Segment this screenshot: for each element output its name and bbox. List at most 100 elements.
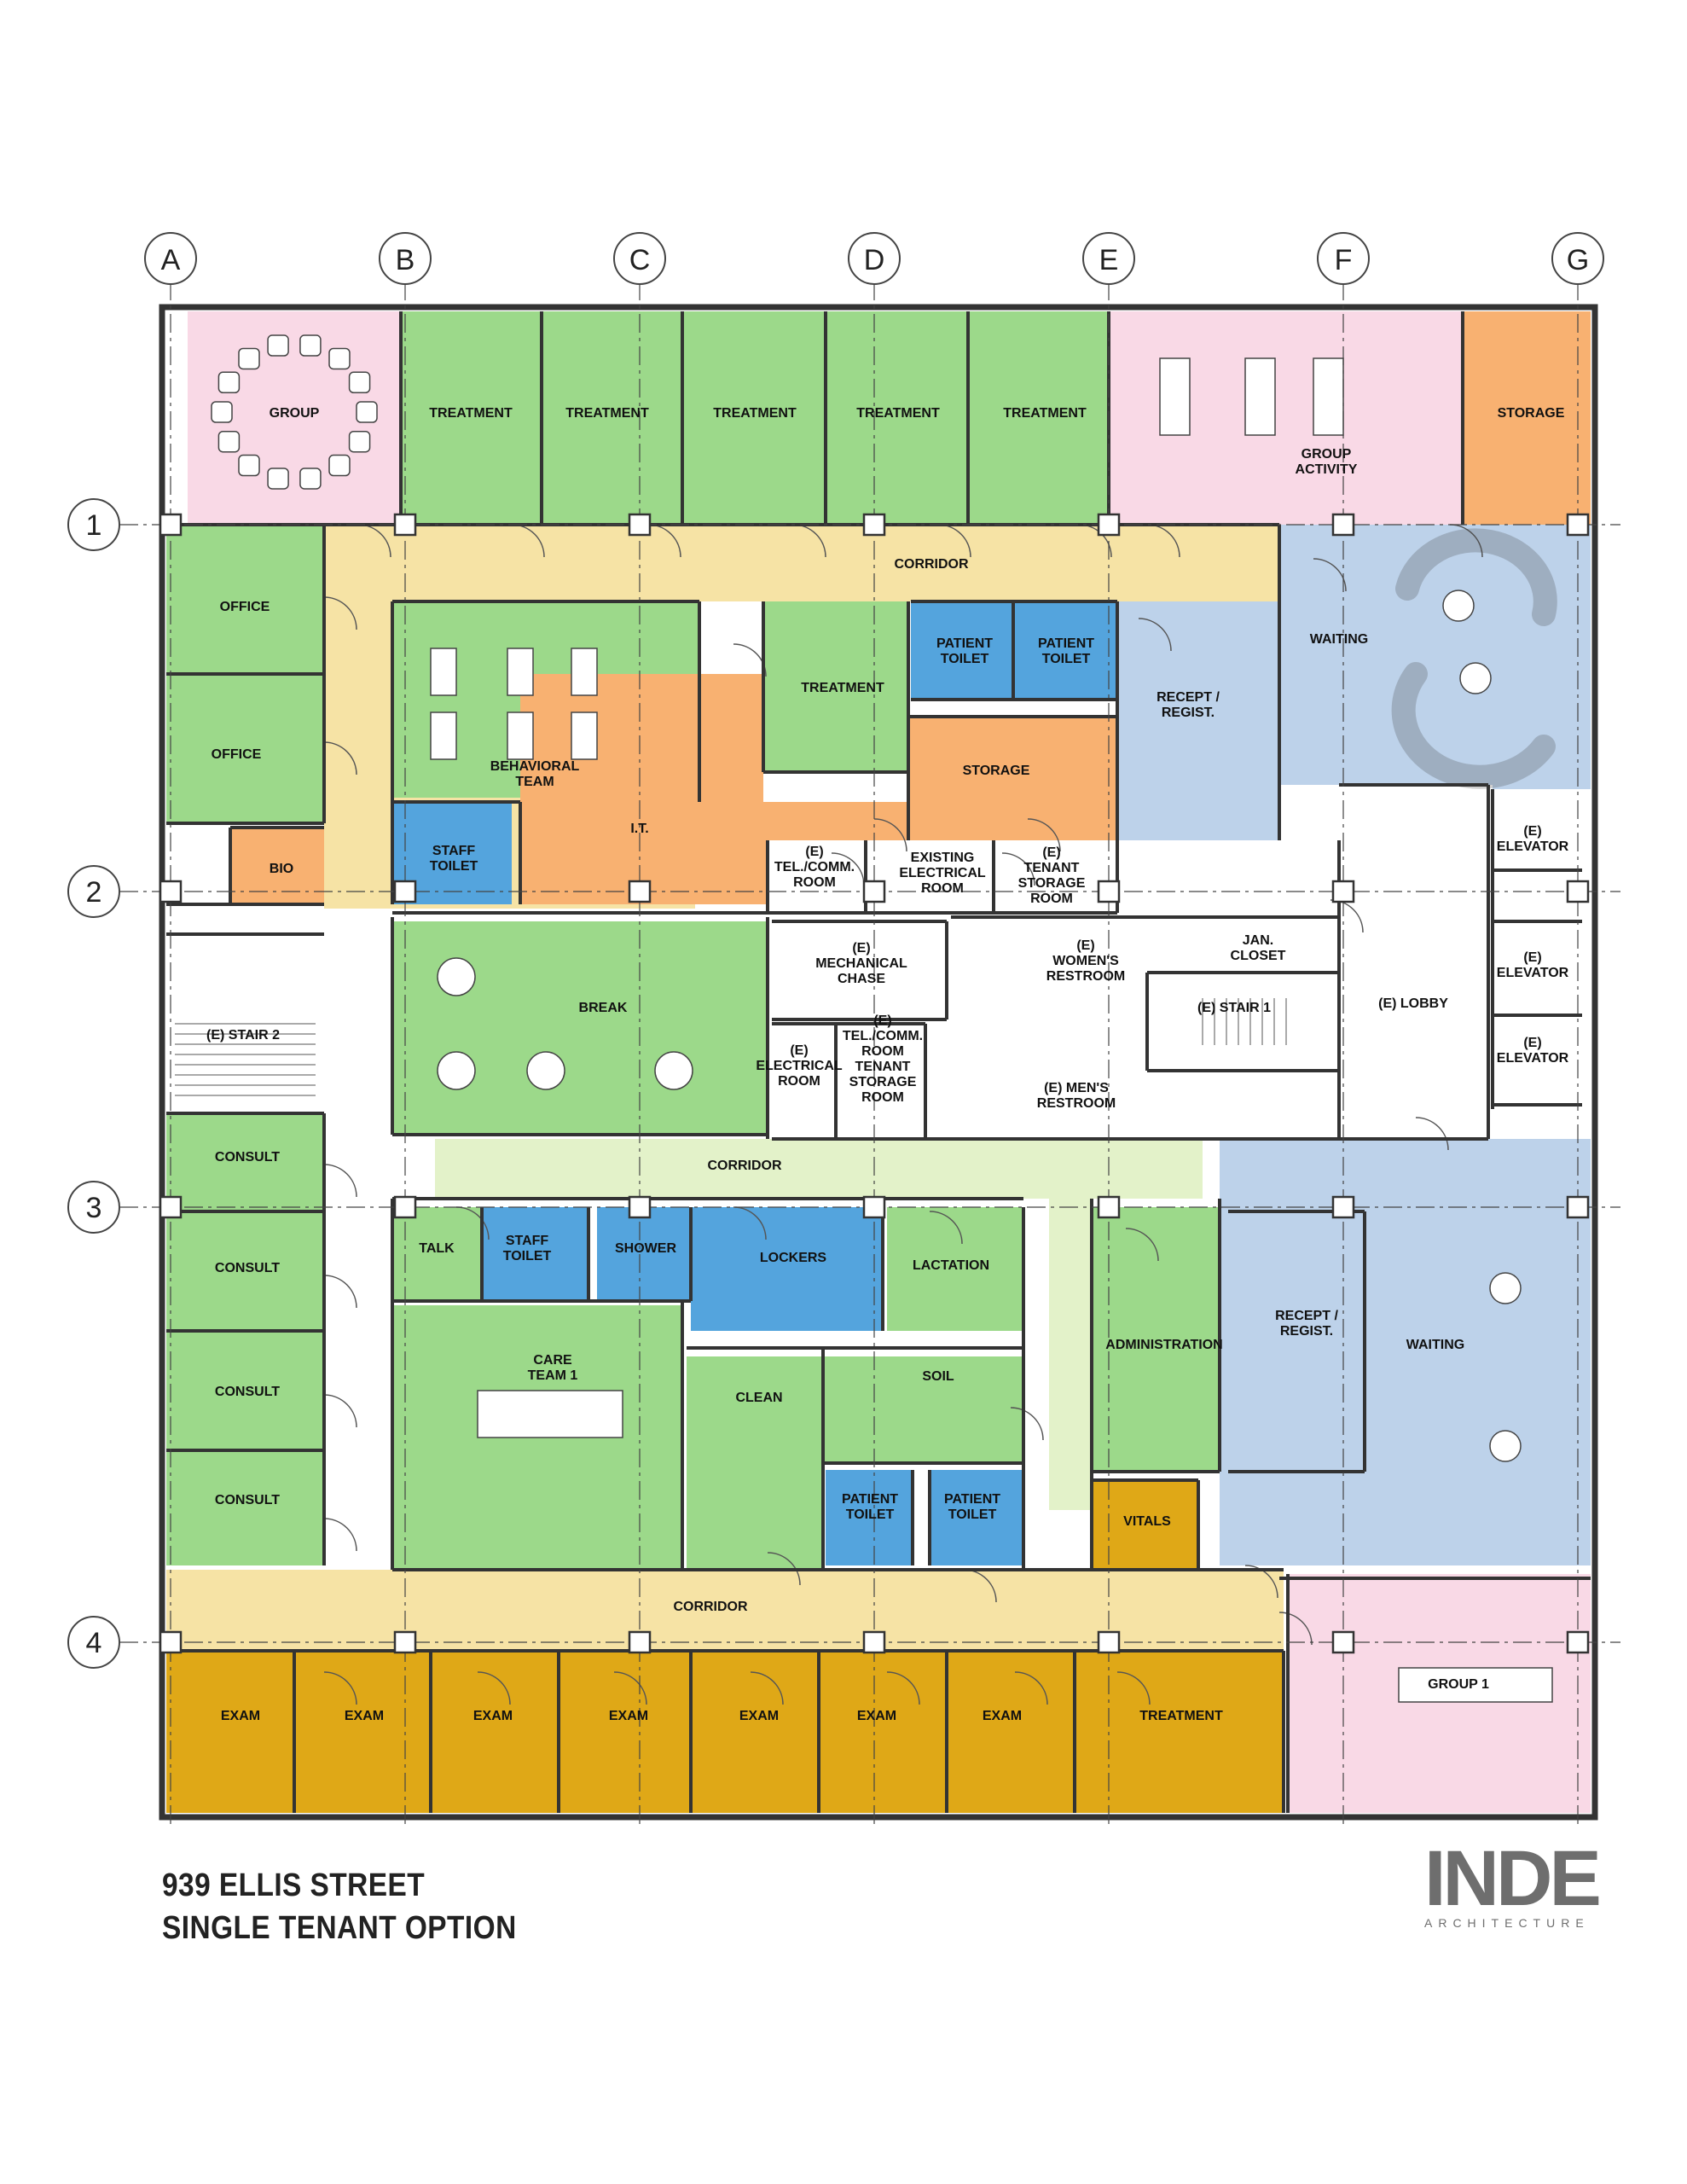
room-exam-6 — [819, 1651, 947, 1813]
room-label-corridor-bottom: CORRIDOR — [673, 1600, 748, 1614]
inde-architecture-logo: INDE ARCHITECTURE — [1424, 1839, 1602, 1930]
room-staff-toilet-2 — [482, 1207, 588, 1301]
room-recept-1 — [1117, 601, 1279, 840]
structural-column — [1097, 880, 1121, 903]
door-swing — [477, 1671, 511, 1705]
room-label-exam-3: EXAM — [473, 1709, 513, 1723]
room-label-administration: ADMINISTRATION — [1105, 1338, 1222, 1352]
grid-label-2: 2 — [86, 876, 102, 909]
door-swing — [1125, 1228, 1159, 1262]
table — [1159, 357, 1191, 436]
room-label-line: CORRIDOR — [673, 1600, 748, 1614]
room-vitals — [1092, 1480, 1198, 1570]
chair — [299, 468, 322, 490]
room-corridor-bottom — [166, 1570, 1284, 1651]
room-label-line: CORRIDOR — [707, 1159, 782, 1173]
room-label-line: ELEVATOR — [1497, 1051, 1569, 1066]
room-label-recept-2: RECEPT /REGIST. — [1275, 1309, 1338, 1339]
room-lactation — [887, 1207, 1023, 1331]
room-label-line: PATIENT — [936, 636, 993, 651]
structural-column — [393, 513, 417, 537]
door-swing — [929, 1211, 963, 1245]
room-break — [392, 921, 768, 1135]
room-label-line: ROOM — [861, 1090, 904, 1105]
chair — [267, 468, 289, 490]
room-label-line: TALK — [419, 1241, 455, 1256]
room-label-treatment-6: TREATMENT — [801, 681, 884, 695]
room-label-it: I.T. — [630, 822, 648, 836]
room-tenant-storage-1 — [994, 840, 1117, 913]
room-lobby — [1339, 840, 1488, 1139]
grid-label-A: A — [161, 244, 181, 276]
room-label-break: BREAK — [579, 1001, 628, 1015]
room-label-line: TREATMENT — [429, 406, 513, 421]
structural-column — [862, 1630, 886, 1654]
room-fills — [166, 311, 1591, 1813]
room-elevator-3 — [1493, 1019, 1582, 1105]
chair — [238, 347, 260, 370]
room-label-treatment-5: TREATMENT — [1003, 406, 1087, 421]
round-table — [437, 1051, 476, 1090]
room-label-line: (E) STAIR 2 — [206, 1028, 280, 1043]
room-label-group-1: GROUP 1 — [1428, 1677, 1489, 1692]
chair — [217, 371, 241, 394]
grid-bubble-E — [1082, 232, 1135, 285]
room-label-consult-2: CONSULT — [215, 1261, 280, 1275]
door-swing — [323, 1275, 357, 1309]
room-shower — [597, 1207, 691, 1301]
room-treatment-3 — [682, 311, 826, 525]
room-group-activity — [1109, 311, 1463, 525]
chair — [348, 430, 371, 453]
room-label-line: EXAM — [221, 1709, 260, 1723]
room-elevator-2 — [1493, 921, 1582, 1015]
room-treatment-1 — [401, 311, 542, 525]
room-label-elevator-3: (E)ELEVATOR — [1497, 1036, 1569, 1066]
room-label-line: REGIST. — [1280, 1324, 1333, 1339]
structural-column — [1331, 1630, 1355, 1654]
room-tel-comm-2 — [836, 1024, 925, 1139]
room-label-line: CLOSET — [1231, 949, 1286, 963]
room-label-waiting-2: WAITING — [1406, 1338, 1464, 1352]
room-label-line: CORRIDOR — [894, 557, 969, 572]
grid-label-G: G — [1567, 244, 1589, 276]
room-label-exam-4: EXAM — [609, 1709, 648, 1723]
room-label-lobby: (E) LOBBY — [1378, 996, 1448, 1011]
room-label-line: ELECTRICAL — [899, 866, 986, 880]
table — [1244, 357, 1276, 436]
room-label-line: TEL./COMM. — [774, 860, 855, 874]
room-label-line: CARE — [533, 1353, 572, 1368]
room-label-line: VITALS — [1123, 1514, 1171, 1529]
room-label-storage-mid: STORAGE — [963, 764, 1030, 778]
room-label-line: CHASE — [838, 972, 885, 986]
room-exam-7 — [947, 1651, 1075, 1813]
room-exam-4 — [559, 1651, 691, 1813]
door-swing — [323, 1164, 357, 1198]
round-table — [1459, 662, 1492, 694]
room-label-line: STORAGE — [1498, 406, 1565, 421]
round-table — [1489, 1272, 1522, 1304]
room-treatment-6 — [763, 601, 908, 772]
room-label-treatment-bottom: TREATMENT — [1139, 1709, 1223, 1723]
round-table — [654, 1051, 693, 1090]
room-label-line: ADMINISTRATION — [1105, 1338, 1222, 1352]
room-label-line: ROOM — [1030, 892, 1073, 906]
room-label-line: (E) — [805, 845, 823, 859]
door-swing — [767, 1552, 801, 1586]
room-label-line: RESTROOM — [1037, 1096, 1116, 1111]
room-label-line: PATIENT — [842, 1492, 898, 1507]
chair — [211, 401, 233, 423]
room-label-line: (E) — [790, 1043, 808, 1058]
structural-column — [862, 1195, 886, 1219]
grid-label-4: 4 — [86, 1627, 102, 1659]
room-label-line: RECEPT / — [1275, 1309, 1338, 1323]
structural-column — [393, 880, 417, 903]
grid-label-1: 1 — [86, 509, 102, 542]
structural-column — [393, 1630, 417, 1654]
room-exam-5 — [691, 1651, 819, 1813]
grid-label-F: F — [1335, 244, 1353, 276]
room-label-line: (E) STAIR 1 — [1197, 1001, 1271, 1015]
room-jan-closet — [1220, 926, 1318, 964]
